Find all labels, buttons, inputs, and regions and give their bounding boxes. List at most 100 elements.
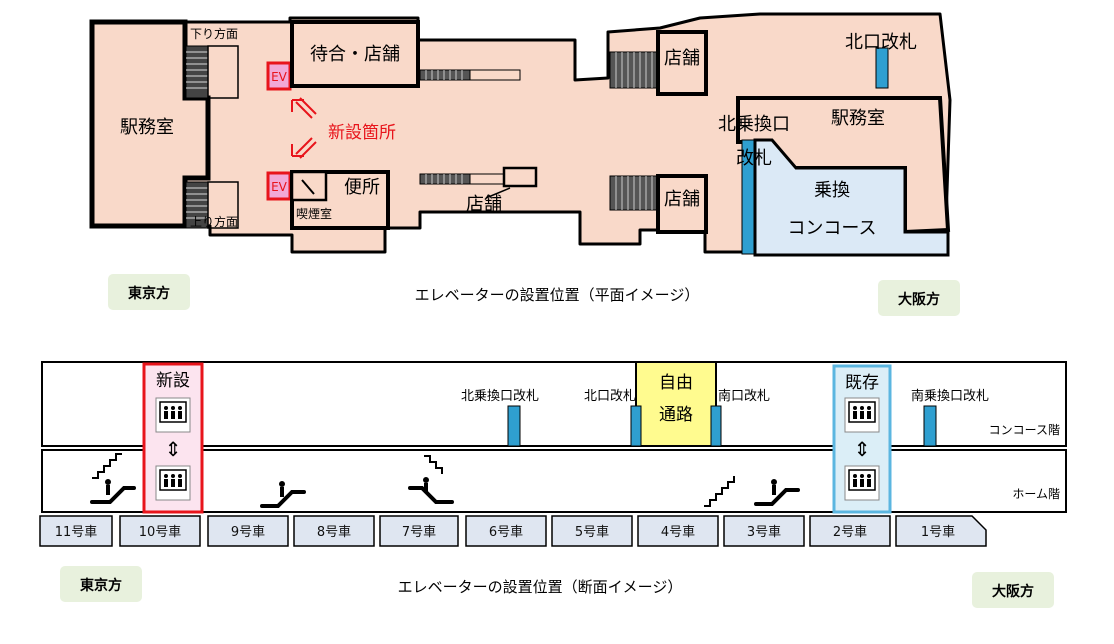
elevator-icon bbox=[155, 465, 191, 501]
north-transfer-gate-label-2: 改札 bbox=[736, 148, 772, 169]
car-5 bbox=[551, 515, 633, 547]
waiting-shop-label: 待合・店舗 bbox=[310, 44, 400, 65]
car-label-9: 9号車 bbox=[231, 525, 265, 540]
elevator-new-south: EV bbox=[266, 171, 292, 201]
section-caption: エレベーターの設置位置（断面イメージ） bbox=[398, 578, 683, 596]
escalator-icon bbox=[90, 479, 136, 504]
shop-center-kiosk bbox=[502, 166, 538, 188]
stairs-up-west bbox=[185, 181, 239, 229]
stairs-down-label: 下り方面 bbox=[190, 26, 238, 41]
transfer-concourse bbox=[753, 138, 950, 257]
section-east-direction-box bbox=[972, 572, 1054, 608]
platform-floor-label: ホーム階 bbox=[1012, 486, 1060, 501]
stairs-icon bbox=[92, 453, 122, 479]
car-8 bbox=[293, 515, 375, 547]
stairs-down-west bbox=[185, 45, 239, 99]
transfer-label-1: 乗換 bbox=[814, 180, 850, 201]
car-3 bbox=[723, 515, 805, 547]
section-west-direction-box bbox=[60, 566, 142, 602]
shop-north-east-label: 店舗 bbox=[664, 48, 700, 69]
car-label-6: 6号車 bbox=[489, 525, 523, 540]
section-east-direction: 大阪方 bbox=[992, 583, 1034, 600]
stairs-icon bbox=[704, 476, 735, 507]
car-label-1: 1号車 bbox=[921, 525, 955, 540]
car-4 bbox=[637, 515, 719, 547]
stairs-up-label: 上り方面 bbox=[190, 214, 238, 229]
car-2 bbox=[809, 515, 891, 547]
escalator-icon bbox=[260, 481, 306, 508]
car-label-10: 10号車 bbox=[139, 525, 182, 540]
new-elevator-shaft: 新設 ⇕ bbox=[142, 362, 204, 514]
cross-section: コンコース階 ホーム階 新設 ⇕ 既存 bbox=[39, 361, 1067, 608]
ev-label-north: EV bbox=[271, 70, 288, 84]
gate-bar-north-transfer bbox=[507, 405, 521, 447]
concourse-level bbox=[41, 361, 1067, 447]
stairs-south-east bbox=[609, 175, 659, 211]
existing-elevator-arrow-icon: ⇕ bbox=[854, 437, 871, 461]
car-label-4: 4号車 bbox=[661, 525, 695, 540]
car-label-5: 5号車 bbox=[575, 525, 609, 540]
north-gate-label: 北口改札 bbox=[845, 32, 917, 53]
smoking-label: 喫煙室 bbox=[296, 206, 332, 221]
north-transfer-gate-label-1: 北乗換口 bbox=[718, 114, 790, 135]
plan-west-direction: 東京方 bbox=[128, 285, 170, 302]
station-office-west bbox=[89, 19, 211, 229]
plan-east-direction-box bbox=[878, 280, 960, 316]
floor-plan: 駅務室 下り方面 上り方面 EV bbox=[89, 12, 960, 316]
car-7 bbox=[379, 515, 459, 547]
section-west-direction: 東京方 bbox=[80, 577, 122, 594]
elevator-icon bbox=[155, 397, 191, 433]
car-label-11: 11号車 bbox=[55, 525, 98, 540]
shop-south-east-label: 店舗 bbox=[664, 189, 700, 210]
smoking-booth-box bbox=[290, 170, 328, 202]
elevator-new-north: EV bbox=[266, 61, 292, 91]
plan-west-direction-box bbox=[108, 274, 190, 310]
station-office-east-label: 駅務室 bbox=[831, 108, 885, 129]
transfer-label-2: コンコース bbox=[787, 218, 876, 239]
car-6 bbox=[465, 515, 547, 547]
new-elevator-arrow-icon: ⇕ bbox=[165, 437, 182, 461]
gate-bar-north bbox=[630, 405, 642, 447]
north-transfer-gate-bar bbox=[741, 139, 755, 255]
existing-elevator-shaft: 既存 ⇕ bbox=[832, 364, 892, 514]
car-10 bbox=[119, 515, 201, 547]
car-1 bbox=[895, 515, 987, 547]
stairs-north-east bbox=[609, 51, 659, 89]
plan-caption: エレベーターの設置位置（平面イメージ） bbox=[415, 286, 700, 304]
stairs-icon bbox=[424, 455, 443, 474]
car-label-8: 8号車 bbox=[317, 525, 351, 540]
new-label: 新設 bbox=[156, 371, 190, 391]
station-office-west-label: 駅務室 bbox=[120, 117, 174, 138]
car-11 bbox=[39, 515, 113, 547]
car-label-7: 7号車 bbox=[402, 525, 436, 540]
car-label-3: 3号車 bbox=[747, 525, 781, 540]
gate-bar-south-transfer bbox=[923, 405, 937, 447]
free-passage bbox=[635, 361, 717, 447]
escalator-icon bbox=[408, 477, 454, 504]
platform-level bbox=[41, 449, 1067, 513]
gate-label-south: 南口改札 bbox=[718, 388, 770, 404]
car-row: 11号車 10号車 9号車 8号車 7号車 6号車 5号車 4号車 3号車 2号… bbox=[39, 515, 987, 547]
ev-label-south: EV bbox=[271, 180, 288, 194]
stairs-north-center bbox=[419, 69, 521, 81]
free-passage-label-1: 自由 bbox=[659, 373, 693, 393]
shop-center-label: 店舗 bbox=[466, 194, 502, 215]
gate-label-south-transfer: 南乗換口改札 bbox=[911, 388, 989, 404]
north-gate-bar bbox=[875, 47, 889, 89]
shop-north-east bbox=[656, 30, 708, 96]
gate-bar-south bbox=[710, 405, 722, 447]
gate-label-north: 北口改札 bbox=[584, 389, 636, 404]
concourse-floor-label: コンコース階 bbox=[989, 422, 1060, 437]
car-label-2: 2号車 bbox=[833, 525, 867, 540]
new-site-arrows bbox=[291, 97, 317, 159]
toilet-label: 便所 bbox=[344, 177, 380, 198]
shop-south-east bbox=[656, 174, 708, 234]
elevator-icon bbox=[844, 397, 880, 433]
car-9 bbox=[207, 515, 289, 547]
new-site-label: 新設箇所 bbox=[328, 123, 396, 143]
elevator-icon bbox=[844, 465, 880, 501]
plan-east-direction: 大阪方 bbox=[898, 291, 940, 308]
waiting-shop-room bbox=[290, 20, 420, 88]
free-passage-label-2: 通路 bbox=[659, 405, 693, 425]
